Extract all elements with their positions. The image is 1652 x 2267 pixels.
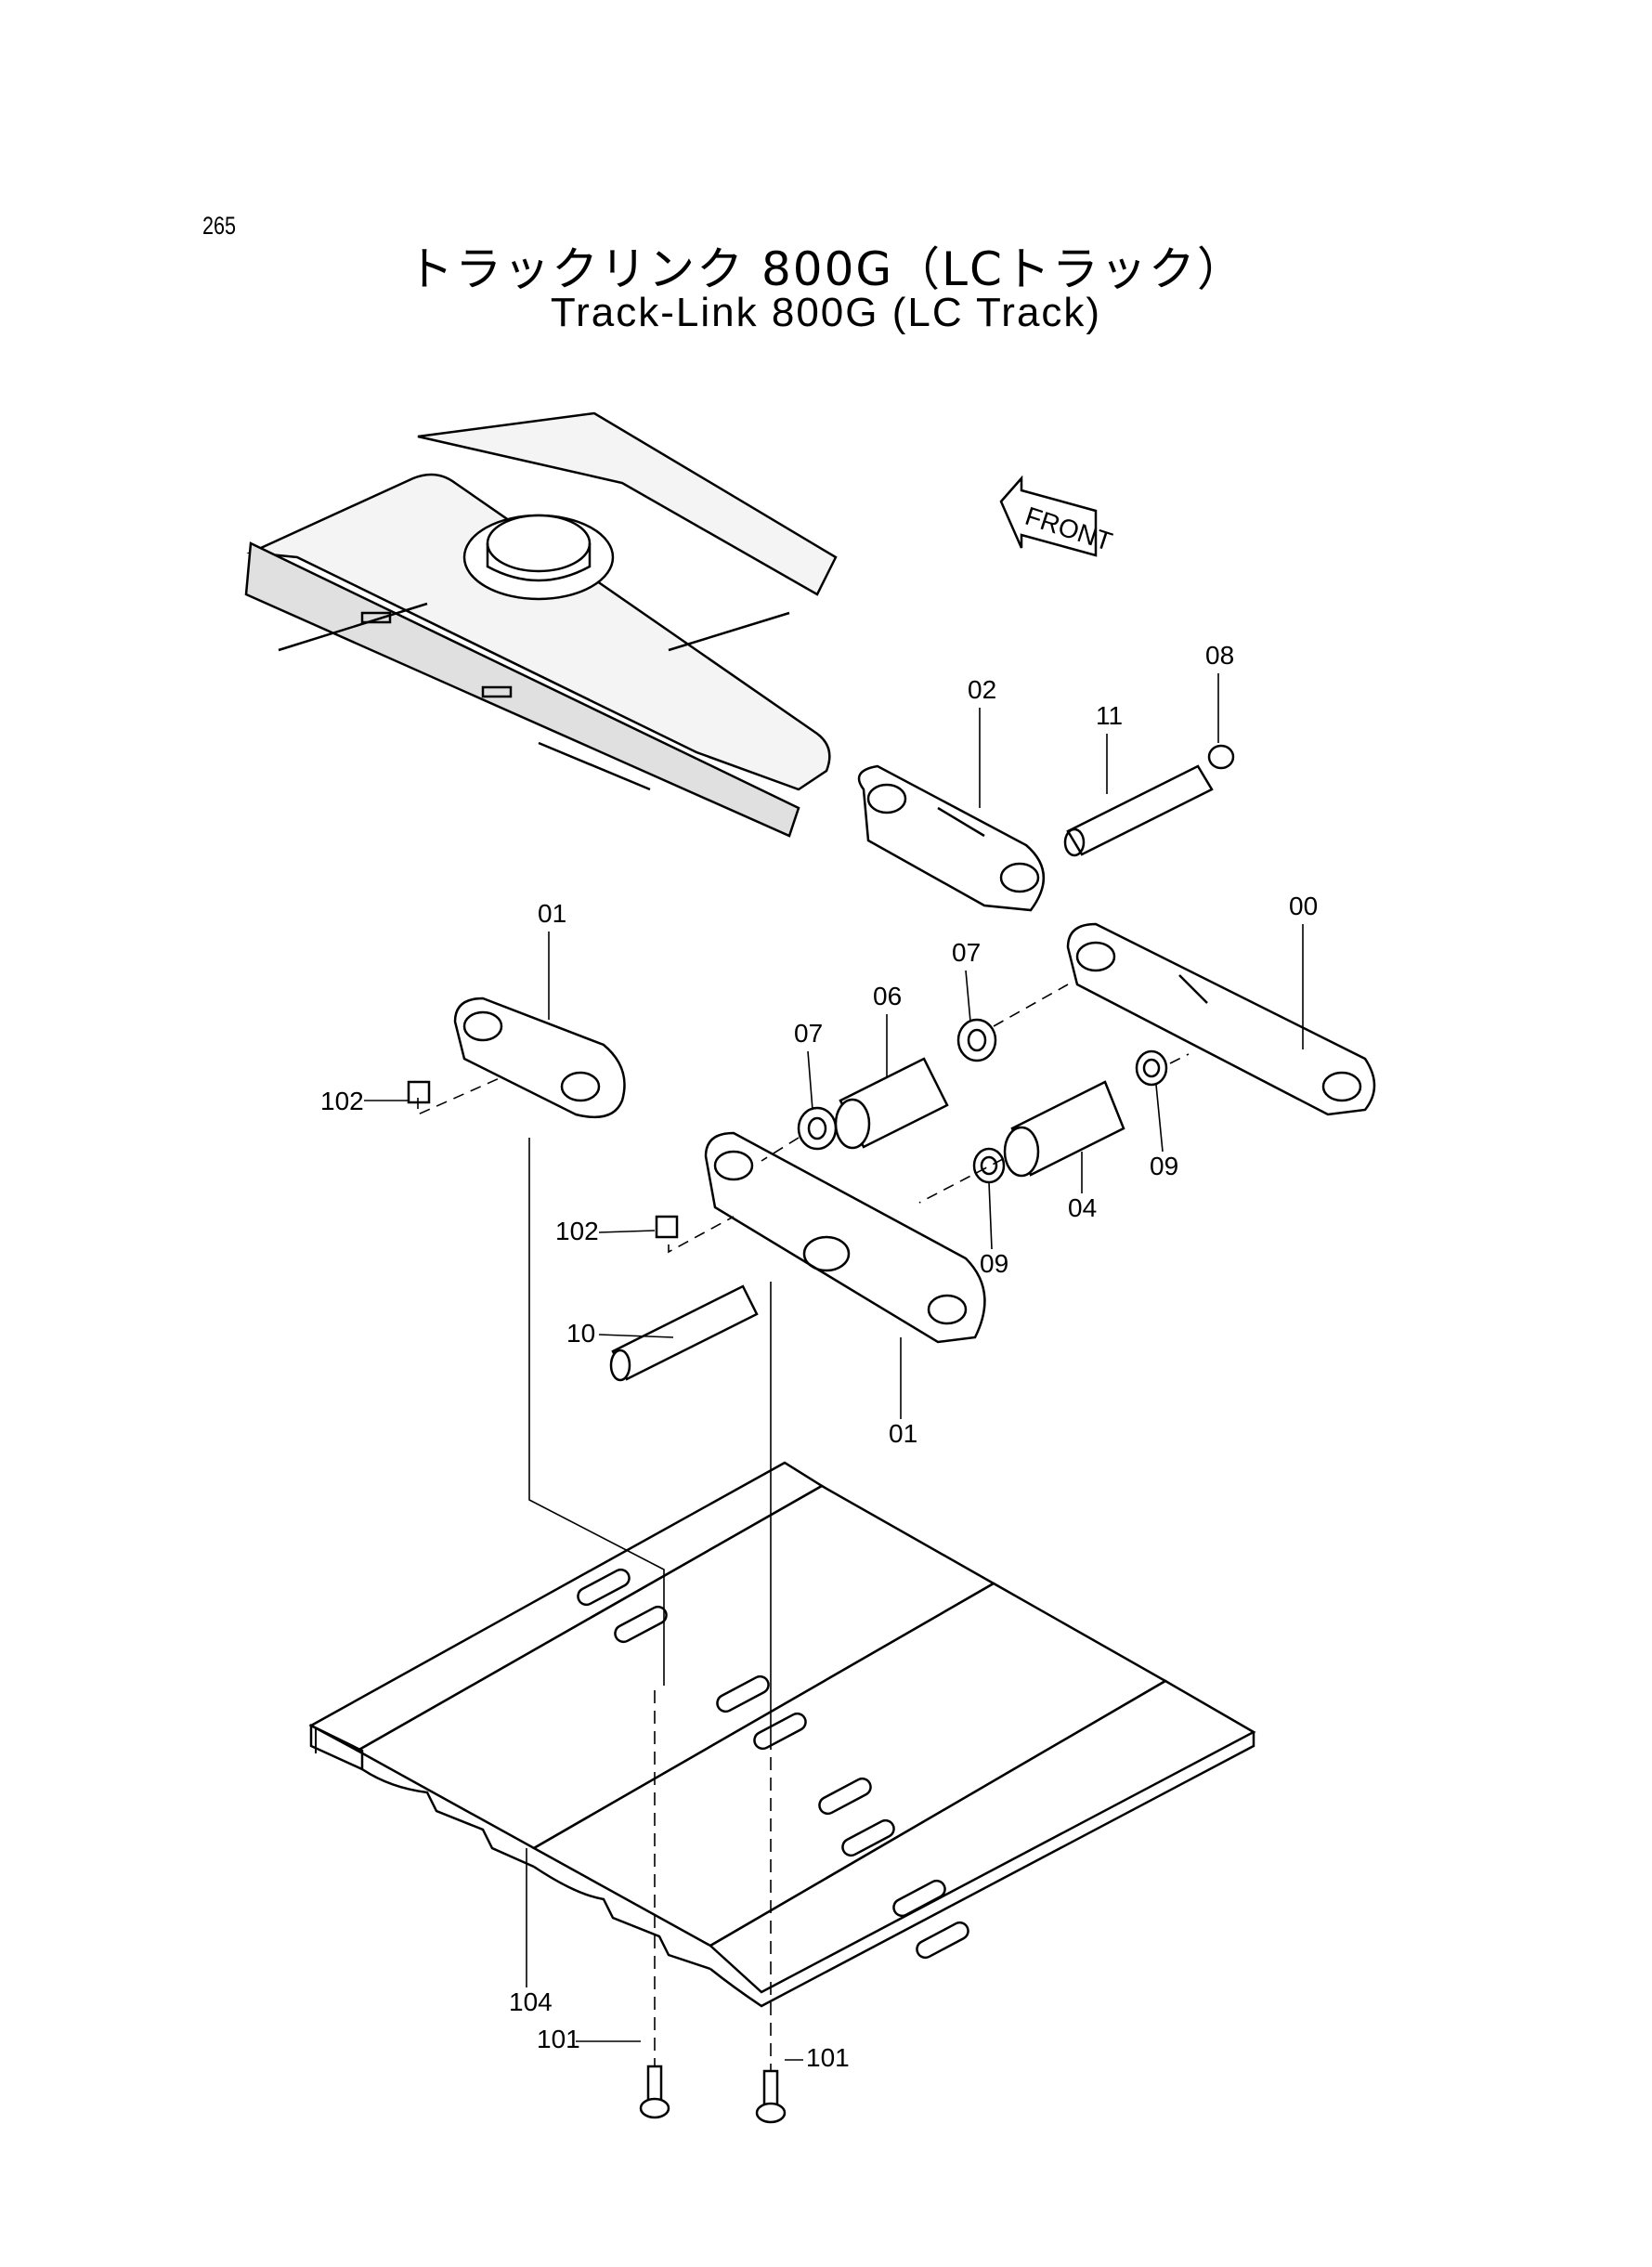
callouts: 00 01 01 02 04 06 07 07 08 09 09 10 11 1…: [320, 641, 1318, 2072]
track-pin-11: [1063, 764, 1214, 857]
callout-01-top: 01: [538, 899, 566, 928]
undercarriage-illustration: [244, 411, 838, 838]
callout-08: 08: [1205, 641, 1234, 670]
callout-104: 104: [509, 1987, 553, 2016]
callout-11: 11: [1096, 701, 1123, 730]
shoe-bolt-slots: [577, 1568, 969, 1960]
callout-02: 02: [968, 675, 996, 704]
track-link-01-left: [453, 997, 626, 1119]
title-english: Track-Link 800G (LC Track): [550, 290, 1102, 335]
callout-leaders: [364, 673, 1304, 2061]
seal-09-right: [1135, 1049, 1168, 1087]
bushing-06: [834, 1057, 949, 1150]
page-number: 265: [202, 212, 237, 240]
callout-06: 06: [873, 982, 902, 1010]
seal-09-left: [972, 1147, 1006, 1184]
callout-09-left: 09: [980, 1249, 1008, 1278]
clip-08: [1207, 744, 1235, 770]
callout-07-right: 07: [952, 938, 981, 967]
callout-10: 10: [566, 1319, 595, 1348]
seal-07-right: [956, 1018, 997, 1062]
bushing-04: [1003, 1080, 1125, 1178]
callout-102-left: 102: [320, 1087, 364, 1115]
track-pin-10: [609, 1284, 759, 1382]
track-link-02: [857, 764, 1045, 912]
callout-101-right: 101: [806, 2043, 850, 2072]
nut-102-left: [407, 1080, 431, 1104]
bolt-101-right: [755, 2069, 787, 2124]
callout-00: 00: [1289, 892, 1318, 920]
assembly-lines: [417, 984, 1190, 2071]
bolt-101-left: [639, 2065, 670, 2119]
callout-101-left: 101: [537, 2025, 580, 2053]
track-shoe-assembly: [308, 1461, 1256, 2008]
callout-102-center: 102: [555, 1217, 599, 1245]
callout-09-right: 09: [1150, 1152, 1178, 1180]
front-direction-arrow: FRONT: [999, 475, 1116, 557]
callout-04: 04: [1068, 1193, 1097, 1222]
callout-07-left: 07: [794, 1019, 823, 1048]
track-link-01-center: [704, 1131, 986, 1344]
nut-102-center: [655, 1215, 679, 1239]
title-japanese: トラックリンク 800G（LCトラック）: [407, 242, 1245, 296]
seal-07-left: [797, 1106, 838, 1151]
track-link-00: [1066, 922, 1376, 1116]
callout-01-bottom: 01: [889, 1419, 917, 1448]
